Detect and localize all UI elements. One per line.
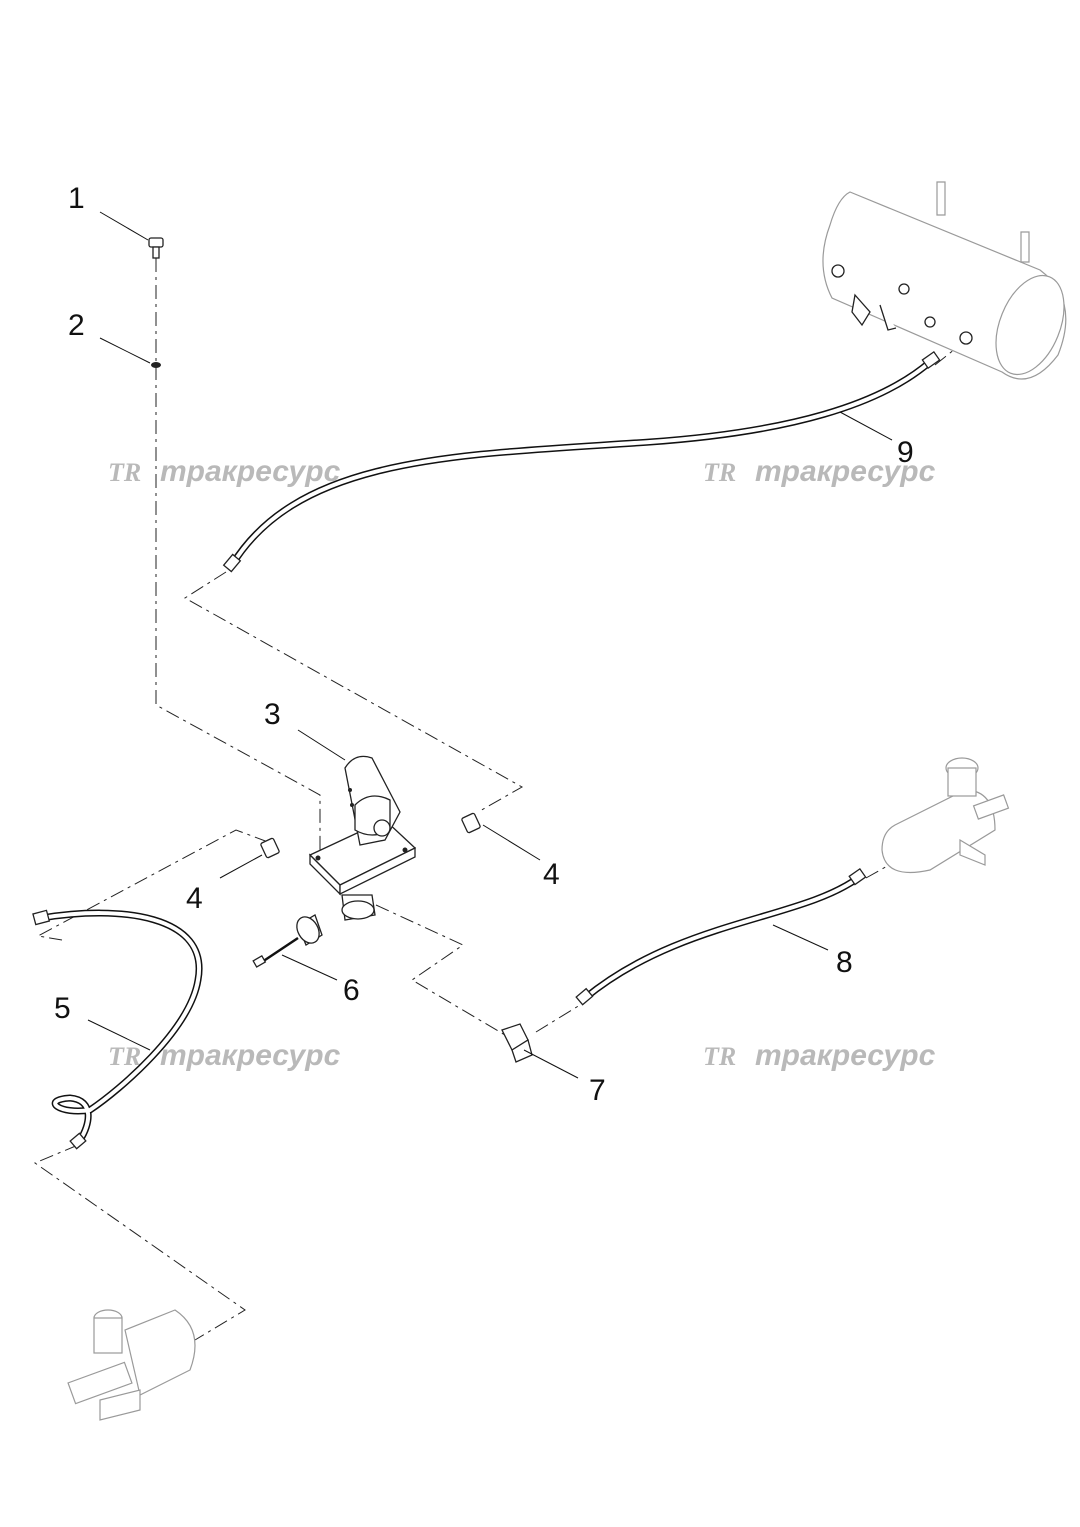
callout-6: 6: [343, 974, 360, 1007]
svg-text:тракресурс: тракресурс: [160, 1039, 341, 1072]
assembly-lines: [33, 258, 961, 1341]
watermark-top-left: TR тракресурс: [108, 455, 341, 488]
callout-4-right: 4: [543, 858, 560, 891]
svg-text:TR: TR: [703, 458, 736, 487]
bolt-part: [148, 237, 164, 259]
watermark-bottom-right: TR тракресурс: [703, 1039, 936, 1072]
hose-part-9: [222, 350, 941, 573]
callout-7: 7: [589, 1074, 606, 1107]
callout-2: 2: [68, 309, 85, 342]
hose-part-5: [32, 909, 203, 1150]
sensor-part-6: [252, 914, 323, 968]
connector-part-4-right: [461, 812, 481, 834]
watermark-bottom-left: TR тракресурс: [108, 1039, 341, 1072]
air-tank: [822, 181, 1067, 380]
hose-part-8: [575, 867, 867, 1006]
callout-leaders: [87, 211, 893, 1079]
master-cylinder-left: [67, 1309, 196, 1421]
callout-9: 9: [897, 436, 914, 469]
callout-8: 8: [836, 946, 853, 979]
callout-3: 3: [264, 698, 281, 731]
svg-text:тракресурс: тракресурс: [160, 455, 341, 488]
svg-text:тракресурс: тракресурс: [755, 455, 936, 488]
master-cylinder-right: [881, 757, 1010, 874]
elbow-fitting-part-7: [501, 1023, 533, 1063]
brake-valve-part: [308, 755, 417, 921]
svg-text:TR: TR: [703, 1042, 736, 1071]
washer-part: [151, 362, 161, 368]
svg-text:тракресурс: тракресурс: [755, 1039, 936, 1072]
callout-5: 5: [54, 992, 71, 1025]
callout-4-left: 4: [186, 882, 203, 915]
connector-part-4-left: [260, 837, 280, 859]
svg-text:TR: TR: [108, 458, 141, 487]
callout-1: 1: [68, 182, 85, 215]
svg-text:TR: TR: [108, 1042, 141, 1071]
callout-numbers: 1 2 3 4 4 5 6 7 8 9: [54, 182, 914, 1107]
watermark-top-right: TR тракресурс: [703, 455, 936, 488]
